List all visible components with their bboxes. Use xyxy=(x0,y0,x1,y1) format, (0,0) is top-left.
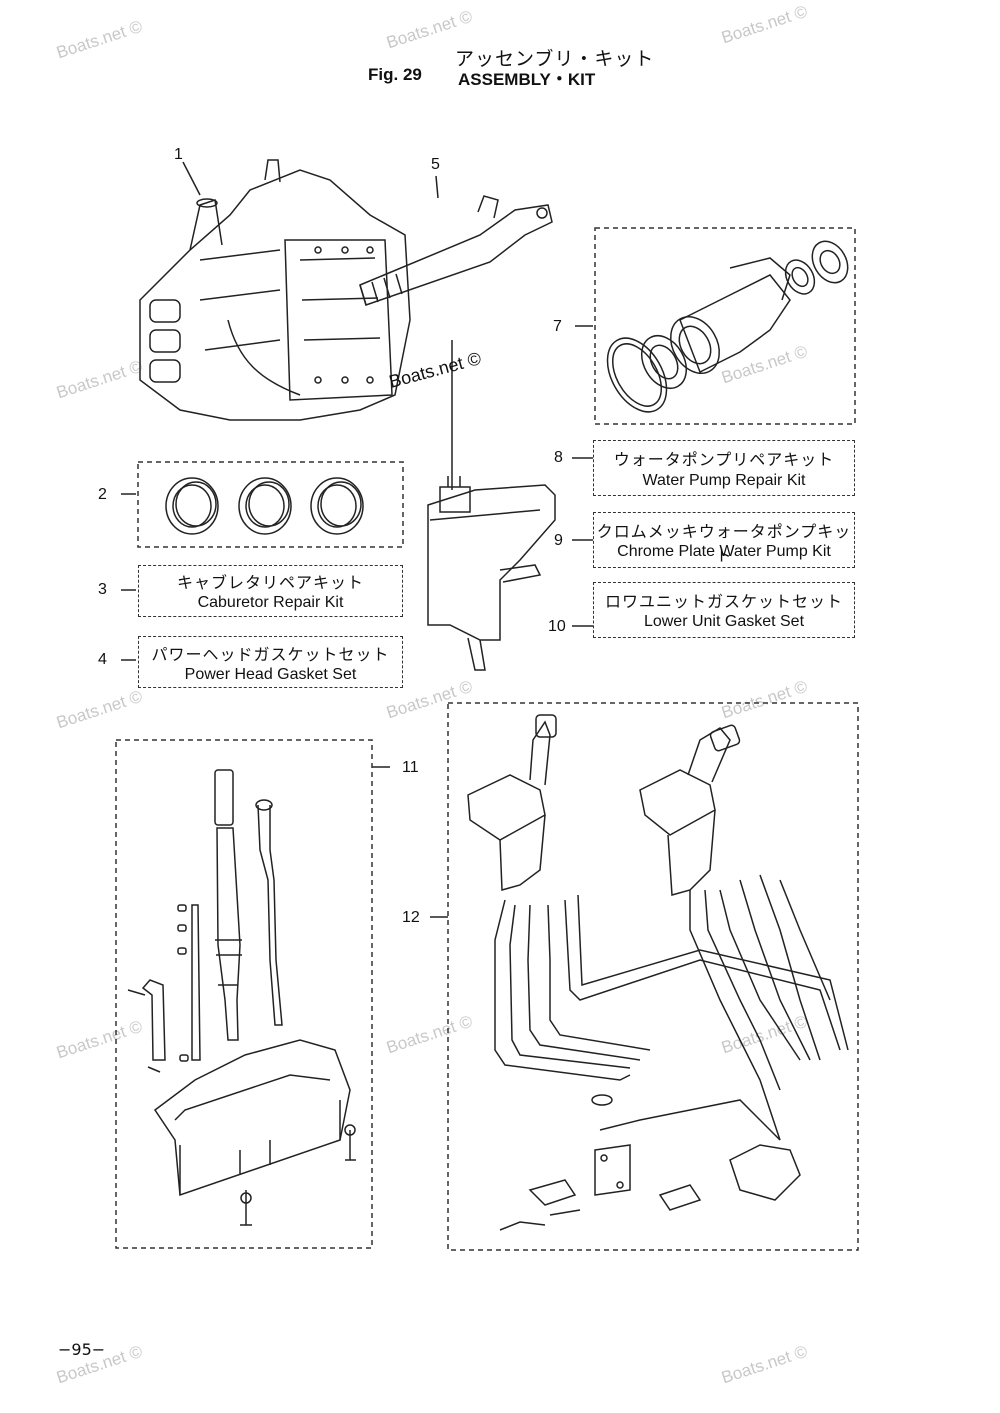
lower-unit-gasket-set-jp: ロワユニットガスケットセット xyxy=(604,592,843,611)
water-pump-drawing xyxy=(606,240,849,413)
lower-unit-drawing xyxy=(427,340,556,671)
page-number: −95− xyxy=(58,1340,106,1359)
callout-2: 2 xyxy=(98,486,107,503)
callout-8: 8 xyxy=(554,449,563,466)
callout-11: 11 xyxy=(402,759,419,776)
carb-rings-box xyxy=(137,461,404,548)
callout-1: 1 xyxy=(174,146,183,163)
power-head-gasket-set-jp: パワーヘッドガスケットセット xyxy=(151,645,390,664)
remote-control-kit-box xyxy=(447,702,859,1251)
lower-unit-gasket-set-box: ロワユニットガスケットセット Lower Unit Gasket Set xyxy=(593,582,855,638)
callout-12: 12 xyxy=(402,909,420,926)
title-english: ASSEMBLY・KIT xyxy=(458,70,596,89)
leader-lines xyxy=(121,161,593,918)
callout-5: 5 xyxy=(431,156,440,173)
remote-control-drawing xyxy=(467,714,849,1231)
chrome-plate-water-pump-kit-en: Chrome Plate Water Pump Kit xyxy=(617,543,831,560)
figure-number: Fig. 29 xyxy=(368,65,422,84)
callout-7: 7 xyxy=(553,318,562,335)
driveshaft-kit-drawing xyxy=(127,769,356,1226)
lower-unit-gasket-set-en: Lower Unit Gasket Set xyxy=(643,613,805,630)
carburetor-kit-rings-drawing xyxy=(165,477,364,535)
driveshaft-housing-drawing xyxy=(359,195,553,306)
water-pump-repair-kit-jp: ウォータポンプリペアキット xyxy=(613,450,835,469)
title-japanese: アッセンブリ・キット xyxy=(455,48,655,70)
driveshaft-kit-box xyxy=(115,739,373,1249)
carb-repair-kit-box: キャブレタリペアキット Caburetor Repair Kit xyxy=(138,565,403,617)
callout-4: 4 xyxy=(98,651,107,668)
chrome-plate-water-pump-kit-box: クロムメッキウォータポンプキット Chrome Plate Water Pump… xyxy=(593,512,855,568)
callout-10: 10 xyxy=(548,618,566,635)
water-pump-kit-box xyxy=(594,227,856,425)
callout-9: 9 xyxy=(554,532,563,549)
water-pump-repair-kit-box: ウォータポンプリペアキット Water Pump Repair Kit xyxy=(593,440,855,496)
power-head-drawing xyxy=(139,159,411,421)
carb-repair-kit-jp: キャブレタリペアキット xyxy=(176,573,364,592)
chrome-plate-water-pump-kit-jp: クロムメッキウォータポンプキット xyxy=(596,522,852,565)
carb-repair-kit-en: Caburetor Repair Kit xyxy=(197,594,344,611)
callout-3: 3 xyxy=(98,581,107,598)
power-head-gasket-set-box: パワーヘッドガスケットセット Power Head Gasket Set xyxy=(138,636,403,688)
water-pump-repair-kit-en: Water Pump Repair Kit xyxy=(642,472,806,489)
power-head-gasket-set-en: Power Head Gasket Set xyxy=(184,666,357,683)
